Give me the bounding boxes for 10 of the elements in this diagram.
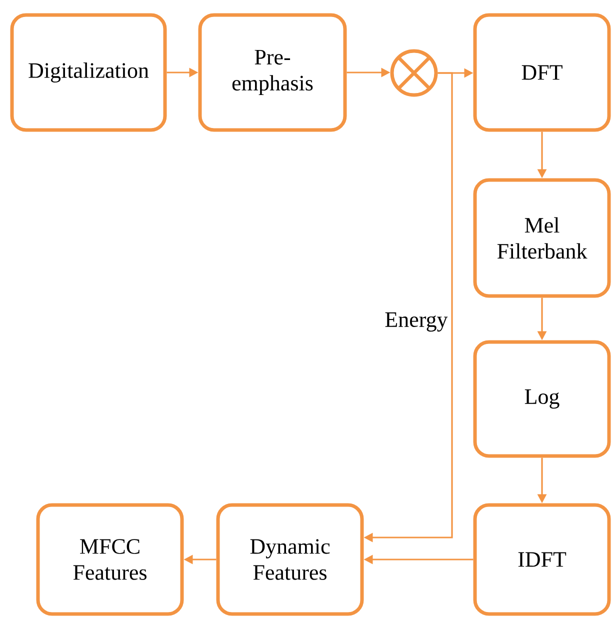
process-box: Pre- emphasis <box>198 13 347 132</box>
process-box: Mel Filterbank <box>473 178 611 298</box>
process-box: DFT <box>473 13 611 132</box>
process-box: MFCC Features <box>36 503 184 616</box>
edge-label: Energy <box>385 312 448 332</box>
process-box: Log <box>473 340 611 458</box>
process-box: IDFT <box>473 503 611 616</box>
multiplier-symbol <box>390 49 438 97</box>
process-box: Dynamic Features <box>216 503 364 616</box>
process-box: Digitalization <box>10 13 167 132</box>
